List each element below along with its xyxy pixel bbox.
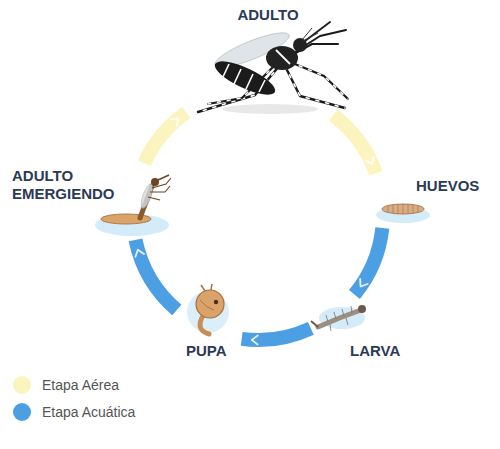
stage-node: LARVA [311, 295, 403, 363]
legend-text: Etapa Acuática [42, 404, 135, 420]
stage-connector [333, 115, 376, 173]
stage-node: HUEVOS [373, 174, 482, 227]
stage-connector [354, 228, 382, 294]
stage-label: LARVA [350, 342, 400, 360]
stage-label: PUPA [186, 342, 227, 360]
legend-row: Etapa Acuática [13, 401, 135, 423]
stage-node: ADULTO EMERGIENDO [9, 164, 175, 239]
legend-row: Etapa Aérea [13, 374, 119, 396]
stage-label: ADULTO EMERGIENDO [12, 167, 124, 203]
ring-arc [333, 115, 376, 173]
legend-text: Etapa Aérea [42, 377, 119, 393]
stage-connector [135, 240, 176, 310]
legend-swatch [13, 403, 31, 421]
stage-node: PUPA [177, 281, 241, 363]
emerging-adult-illustration [95, 175, 171, 236]
pupa-illustration [187, 284, 229, 334]
larva-illustration [311, 305, 366, 331]
arrow-chevron [135, 250, 144, 257]
arrow-chevron [365, 157, 373, 164]
stage-label: HUEVOS [416, 177, 479, 195]
ring-arc [144, 113, 186, 164]
ring-arc [136, 240, 177, 310]
adult-mosquito [198, 22, 348, 114]
stage-connector [242, 328, 311, 344]
stage-connector [144, 113, 186, 164]
arrow-chevron [252, 336, 258, 345]
stage-node: ADULTO [187, 3, 353, 115]
ring-arc [354, 228, 382, 294]
ring-arc [242, 328, 311, 340]
stage-label: ADULTO [237, 6, 298, 24]
eggs-illustration [376, 204, 430, 223]
legend-swatch [13, 376, 31, 394]
arrow-chevron [171, 119, 178, 126]
arrow-chevron [360, 279, 368, 286]
